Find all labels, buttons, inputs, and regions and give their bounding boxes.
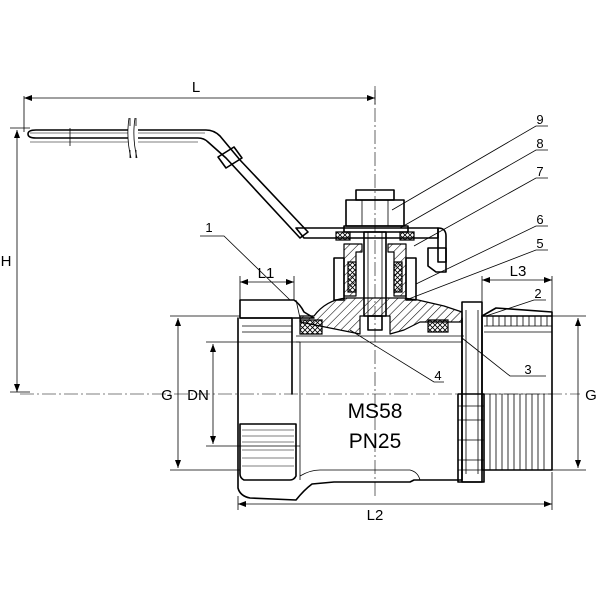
part-label-4: 4: [434, 368, 441, 383]
part-label-1: 1: [205, 220, 212, 235]
part-labels: 1 2 3 4 5 6 7 8 9: [205, 112, 543, 383]
dim-label-l2: L2: [367, 507, 384, 524]
dim-label-h: H: [1, 253, 12, 270]
dimension-labels: L H L1 L3 L2 G DN G: [1, 79, 597, 524]
pressure-marking: PN25: [349, 430, 402, 453]
part-label-3: 3: [524, 362, 531, 377]
part-label-5: 5: [536, 236, 543, 251]
material-marking: MS58: [348, 400, 403, 423]
part-label-6: 6: [536, 212, 543, 227]
stem-nut: [343, 189, 409, 233]
part-leaders: [200, 125, 548, 383]
body-marking: MS58 PN25: [348, 400, 403, 453]
dim-label-l3: L3: [510, 263, 527, 280]
valve-body: [237, 297, 464, 501]
thread-teeth: [484, 316, 552, 470]
part-label-7: 7: [536, 164, 543, 179]
lever-handle: [27, 117, 447, 273]
dim-label-dn: DN: [187, 387, 209, 404]
part-label-2: 2: [534, 286, 541, 301]
dim-label-g-right: G: [585, 387, 597, 404]
dim-label-g-left: G: [161, 387, 173, 404]
dimension-lines: [10, 90, 586, 510]
part-label-8: 8: [536, 136, 543, 151]
dim-label-l: L: [192, 79, 200, 96]
part-label-9: 9: [536, 112, 543, 127]
packing-gland: [333, 231, 417, 301]
centre-lines: [20, 86, 580, 496]
union-nut: [457, 301, 485, 483]
dim-label-l1: L1: [258, 265, 275, 282]
male-thread-end: [481, 307, 553, 471]
